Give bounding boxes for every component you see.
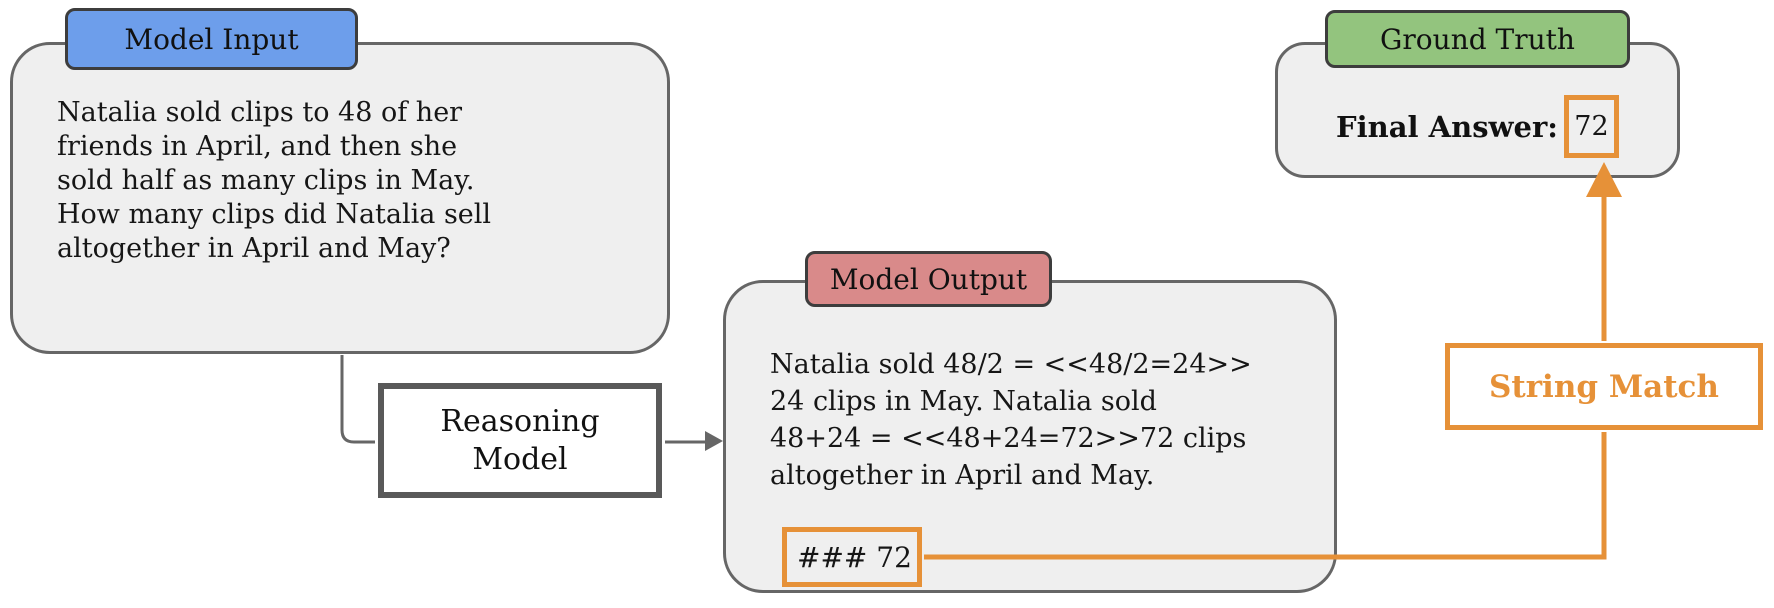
answer-marker-text: ### 72 <box>797 540 912 574</box>
reasoning-to-output-arrowhead-icon <box>705 431 723 451</box>
ground-truth-label-text: Ground Truth <box>1380 22 1575 56</box>
final-answer-label: Final Answer: <box>1336 109 1558 144</box>
model-input-card <box>10 42 670 354</box>
model-output-text: Natalia sold 48/2 = <<48/2=24>> 24 clips… <box>770 349 1252 491</box>
string-match-box: String Match <box>1445 343 1763 430</box>
model-output-label: Model Output <box>805 251 1052 307</box>
input-to-reasoning-connector <box>340 355 375 444</box>
final-answer-value-box: 72 <box>1563 95 1619 158</box>
model-output-label-text: Model Output <box>829 262 1028 296</box>
final-answer-row: Final Answer: 72 <box>1275 95 1680 158</box>
answer-marker-box: ### 72 <box>782 527 922 587</box>
ground-truth-label: Ground Truth <box>1325 10 1630 68</box>
model-input-label-text: Model Input <box>124 22 299 56</box>
model-input-text: Natalia sold clips to 48 of her friends … <box>57 97 492 264</box>
string-match-label: String Match <box>1489 368 1719 405</box>
model-input-label: Model Input <box>65 8 358 70</box>
reasoning-model-box: Reasoning Model <box>378 383 662 498</box>
final-answer-value: 72 <box>1574 111 1609 142</box>
